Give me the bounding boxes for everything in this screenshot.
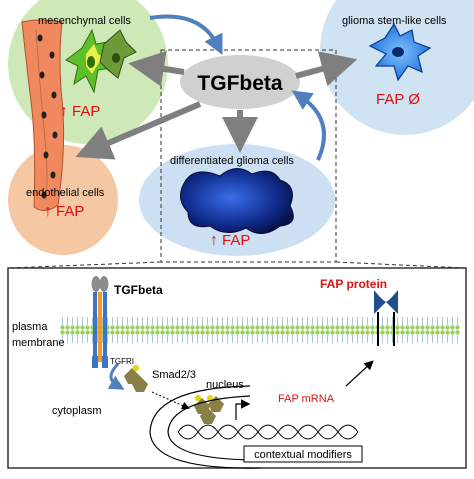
glioma-stem-label: glioma stem-like cells (342, 15, 447, 27)
mesenchymal-cells-icon (65, 28, 137, 94)
transcription-arrow (235, 399, 251, 420)
differentiated-glioma-cell-icon (180, 168, 294, 234)
differentiated-label: differentiated glioma cells (170, 155, 294, 167)
endothelial-fap-label: FAP (56, 203, 84, 220)
dashed-zoom-box (160, 49, 337, 263)
differentiated-fap-label: FAP (222, 232, 250, 249)
fap-protein-label: FAP protein (320, 277, 387, 291)
plasma-membrane (60, 316, 460, 346)
nucleus-label: nucleus (206, 379, 244, 391)
bottom-tgfbeta-label: TGFbeta (114, 283, 163, 297)
receptor-to-smad-arrow (107, 362, 125, 390)
tgfbeta-center-label: TGFbeta (197, 72, 282, 95)
mesenchymal-label: mesenchymal cells (38, 15, 131, 27)
feedback-arrow-mesenchymal (149, 14, 223, 55)
glioma-stem-cell-icon (368, 22, 432, 82)
nucleus-envelope-inner (167, 395, 261, 461)
contextual-modifiers-label: contextual modifiers (254, 449, 352, 461)
nucleus-envelope-outer (149, 385, 261, 469)
membrane-label: membrane (12, 337, 65, 349)
contextual-modifiers-box (243, 445, 363, 463)
fap-protein-icon (374, 290, 398, 346)
arrow-to-glioma-stem (295, 51, 358, 87)
cytoplasm-label: cytoplasm (52, 405, 102, 417)
glioma-stem-fap-label: FAP Ø (376, 91, 420, 108)
tgfbeta-ellipse (180, 55, 300, 109)
fap-mrna-label: FAP mRNA (278, 393, 335, 405)
tgfbeta-receptor-icon (91, 276, 109, 368)
smad-translocation-arrow (151, 391, 190, 410)
mesenchymal-fap-arrow: ↑ (60, 103, 68, 120)
zoom-line-right (335, 261, 467, 269)
endothelial-fap-arrow: ↑ (44, 203, 52, 220)
smad-label: Smad2/3 (152, 369, 196, 381)
arrow-to-mesenchymal (128, 51, 185, 87)
differentiated-fap-arrow: ↑ (210, 232, 218, 249)
arrow-to-endothelial (75, 101, 202, 160)
smad-cytoplasm-icon (124, 365, 148, 392)
blood-vessel-icon (21, 19, 65, 211)
dna-icon (177, 424, 359, 440)
zoom-line-left (7, 261, 162, 269)
endothelial-label: endothelial cells (26, 187, 105, 199)
feedback-arrow-differentiated (291, 90, 326, 161)
mesenchymal-fap-label: FAP (72, 103, 100, 120)
translation-arrow (345, 360, 374, 387)
plasma-label: plasma (12, 321, 48, 333)
tgfri-label: TGFRI (110, 357, 134, 366)
